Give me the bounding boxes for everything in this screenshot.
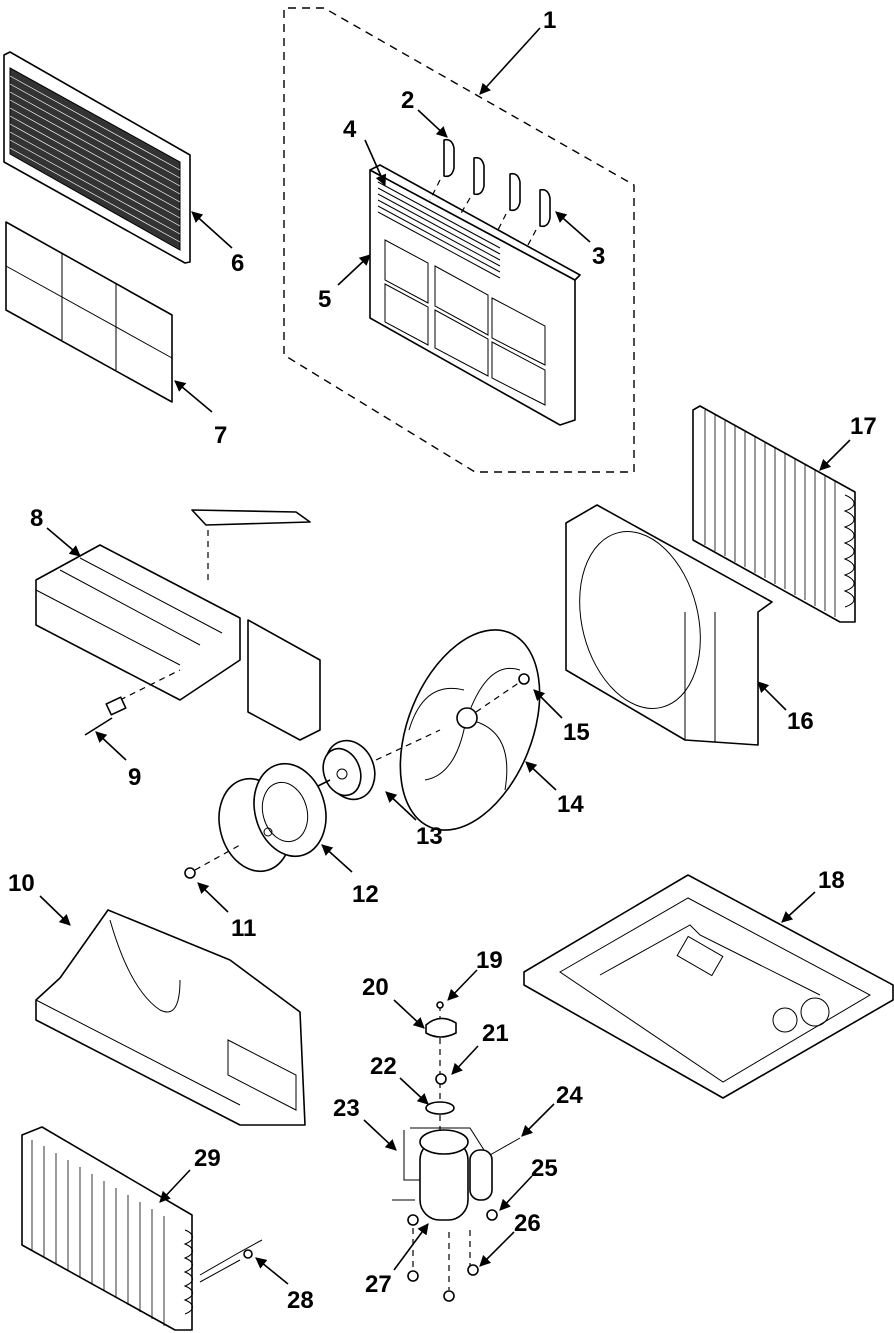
- leader-2: [417, 109, 448, 138]
- leader-14: [525, 761, 557, 791]
- callout-17: 17: [850, 413, 877, 440]
- front-panel-frame-part: [369, 164, 581, 426]
- callout-9: 9: [128, 764, 141, 791]
- leader-21: [451, 1045, 479, 1075]
- condenser-fan-blade-part: [399, 629, 541, 831]
- callout-12: 12: [352, 881, 379, 908]
- callout-15: 15: [563, 719, 590, 746]
- callout-27: 27: [365, 1271, 392, 1298]
- base-pan-part: [523, 874, 894, 1099]
- leader-18: [781, 891, 816, 923]
- callout-16: 16: [787, 708, 814, 735]
- blower-wheel-part: [194, 762, 327, 873]
- leader-24: [521, 1103, 555, 1137]
- front-panel-assembly-boundary: [283, 7, 635, 473]
- compressor-assembly-part: [392, 1001, 521, 1302]
- callout-8: 8: [30, 505, 43, 532]
- callout-25: 25: [531, 1155, 558, 1182]
- leader-20: [393, 999, 425, 1029]
- leader-22: [399, 1077, 429, 1105]
- blower-housing-part: [35, 909, 306, 1126]
- leader-29: [159, 1169, 191, 1203]
- leader-19: [447, 969, 478, 1001]
- control-box-part: [35, 509, 321, 741]
- leader-8: [46, 527, 81, 557]
- blower-nut-part: [184, 867, 196, 879]
- callout-2: 2: [401, 87, 414, 114]
- callout-23: 23: [333, 1095, 360, 1122]
- leader-28: [255, 1257, 289, 1285]
- leader-lines: [39, 27, 851, 1285]
- callout-26: 26: [514, 1210, 541, 1237]
- callout-10: 10: [8, 870, 35, 897]
- leader-27: [393, 1223, 429, 1271]
- fan-blade-nut-part: [518, 673, 530, 685]
- leader-26: [479, 1231, 515, 1267]
- callout-labels: 1 2 3 4 5 6 7 8 9 10 11 12 13 14 15 16 1…: [8, 7, 877, 1314]
- callout-18: 18: [818, 867, 845, 894]
- leader-23: [363, 1119, 397, 1151]
- leader-25: [499, 1175, 533, 1211]
- leader-5: [337, 254, 371, 286]
- callout-3: 3: [592, 243, 605, 270]
- callout-24: 24: [556, 1082, 583, 1109]
- leader-10: [39, 895, 71, 926]
- front-grille-part: [3, 51, 191, 264]
- leader-1: [479, 27, 541, 95]
- leader-17: [819, 439, 851, 471]
- callout-4: 4: [343, 116, 357, 143]
- leader-15: [533, 689, 563, 719]
- callout-21: 21: [482, 1020, 509, 1047]
- callout-7: 7: [214, 422, 227, 449]
- leader-9: [95, 731, 127, 761]
- fan-shroud-part: [565, 504, 773, 746]
- callout-20: 20: [362, 974, 389, 1001]
- leader-13: [385, 791, 417, 821]
- vertical-louvers-part: [429, 138, 551, 246]
- callout-6: 6: [231, 250, 244, 277]
- leader-6: [191, 211, 233, 249]
- leader-16: [757, 681, 787, 711]
- callout-28: 28: [287, 1287, 314, 1314]
- fan-motor-part: [299, 729, 441, 801]
- callout-11: 11: [231, 915, 256, 942]
- callout-29: 29: [194, 1145, 221, 1172]
- callout-14: 14: [557, 791, 584, 818]
- leader-3: [555, 211, 591, 243]
- leader-7: [174, 380, 213, 413]
- callout-22: 22: [370, 1053, 397, 1080]
- callout-5: 5: [318, 286, 331, 313]
- condenser-coil-part: [692, 405, 856, 623]
- leader-12: [321, 844, 353, 873]
- air-filter-part: [5, 221, 173, 403]
- callout-13: 13: [416, 823, 443, 850]
- leader-11: [197, 882, 229, 913]
- callout-1: 1: [543, 7, 556, 34]
- evaporator-coil-part: [21, 1126, 263, 1331]
- callout-19: 19: [476, 947, 503, 974]
- leader-4: [364, 139, 387, 187]
